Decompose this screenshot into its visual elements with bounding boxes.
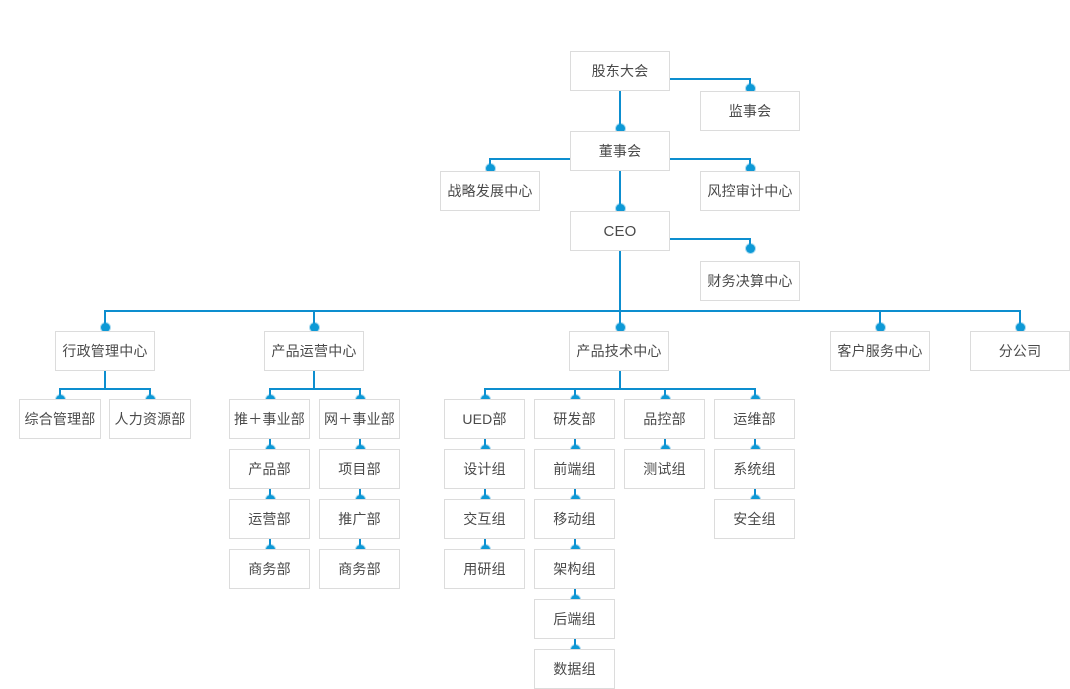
connector-shareholders-to-board bbox=[619, 91, 621, 128]
node-product-dept[interactable]: 产品部 bbox=[229, 449, 310, 489]
connector-ceo-to-finance-vertical bbox=[749, 238, 751, 248]
connector-board-to-risk-vertical bbox=[749, 158, 751, 168]
connector-product-ops-to-wang bbox=[359, 388, 361, 399]
node-architecture-group[interactable]: 架构组 bbox=[534, 549, 615, 589]
connector-board-to-ceo bbox=[619, 171, 621, 208]
node-project-dept[interactable]: 项目部 bbox=[319, 449, 400, 489]
node-operation-dept[interactable]: 运营部 bbox=[229, 499, 310, 539]
connector-admin-stem bbox=[104, 370, 106, 388]
connector-product-ops-bus bbox=[269, 388, 361, 390]
connector-tui-to-product-dept bbox=[269, 439, 271, 450]
connector-ceo-to-finance-horizontal bbox=[670, 238, 750, 240]
connector-tech-to-rd bbox=[574, 388, 576, 399]
node-system-group[interactable]: 系统组 bbox=[714, 449, 795, 489]
connector-product-dept-to-operation bbox=[269, 489, 271, 500]
node-general-management-dept[interactable]: 综合管理部 bbox=[19, 399, 101, 439]
node-data-group[interactable]: 数据组 bbox=[534, 649, 615, 689]
node-ued-dept[interactable]: UED部 bbox=[444, 399, 525, 439]
connector-ceo-to-bus bbox=[619, 251, 621, 311]
connector-tech-to-ops bbox=[754, 388, 756, 399]
node-tui-business-unit[interactable]: 推＋事业部 bbox=[229, 399, 310, 439]
connector-tech-to-ued bbox=[484, 388, 486, 399]
connector-product-ops-to-tui bbox=[269, 388, 271, 399]
node-risk-audit-center[interactable]: 风控审计中心 bbox=[700, 171, 800, 211]
node-interaction-group[interactable]: 交互组 bbox=[444, 499, 525, 539]
connector-dot-board bbox=[616, 124, 625, 133]
connector-bus-to-customer-service bbox=[879, 310, 881, 327]
node-product-operation-center[interactable]: 产品运营中心 bbox=[264, 331, 364, 371]
connector-system-to-security bbox=[754, 489, 756, 500]
node-mobile-group[interactable]: 移动组 bbox=[534, 499, 615, 539]
connector-interaction-to-user-research bbox=[484, 539, 486, 550]
connector-mobile-to-architecture bbox=[574, 539, 576, 550]
node-admin-management-center[interactable]: 行政管理中心 bbox=[55, 331, 155, 371]
connector-shareholders-to-supervisors-vertical bbox=[749, 78, 751, 88]
node-qc-dept[interactable]: 品控部 bbox=[624, 399, 705, 439]
node-security-group[interactable]: 安全组 bbox=[714, 499, 795, 539]
connector-ops-to-system bbox=[754, 439, 756, 450]
connector-backend-to-data bbox=[574, 639, 576, 650]
node-human-resources-dept[interactable]: 人力资源部 bbox=[109, 399, 191, 439]
node-user-research-group[interactable]: 用研组 bbox=[444, 549, 525, 589]
connector-qc-to-test bbox=[664, 439, 666, 450]
connector-project-dept-to-promotion bbox=[359, 489, 361, 500]
node-design-group[interactable]: 设计组 bbox=[444, 449, 525, 489]
node-board-of-directors[interactable]: 董事会 bbox=[570, 131, 670, 171]
connector-tech-to-qc bbox=[664, 388, 666, 399]
connector-dot-product-ops-center bbox=[310, 323, 319, 332]
connector-promotion-to-business-right bbox=[359, 539, 361, 550]
connector-product-tech-stem bbox=[619, 370, 621, 388]
connector-product-tech-bus bbox=[484, 388, 756, 390]
connector-dot-branch-company bbox=[1016, 323, 1025, 332]
connector-architecture-to-backend bbox=[574, 589, 576, 600]
connector-board-to-strategy-horizontal bbox=[490, 158, 570, 160]
node-test-group[interactable]: 测试组 bbox=[624, 449, 705, 489]
node-business-dept-right[interactable]: 商务部 bbox=[319, 549, 400, 589]
node-backend-group[interactable]: 后端组 bbox=[534, 599, 615, 639]
connector-ued-to-design bbox=[484, 439, 486, 450]
connector-design-to-interaction bbox=[484, 489, 486, 500]
connector-bus-to-branch bbox=[1019, 310, 1021, 327]
node-ops-dept[interactable]: 运维部 bbox=[714, 399, 795, 439]
connector-shareholders-to-supervisors-horizontal bbox=[670, 78, 750, 80]
connector-dot-supervisors bbox=[746, 84, 755, 93]
node-wang-business-unit[interactable]: 网＋事业部 bbox=[319, 399, 400, 439]
node-product-tech-center[interactable]: 产品技术中心 bbox=[569, 331, 669, 371]
connector-bus-to-product-tech bbox=[619, 310, 621, 327]
connector-board-to-strategy-vertical bbox=[489, 158, 491, 168]
connector-operation-to-business-left bbox=[269, 539, 271, 550]
connector-admin-bus bbox=[59, 388, 151, 390]
connector-rd-to-frontend bbox=[574, 439, 576, 450]
node-frontend-group[interactable]: 前端组 bbox=[534, 449, 615, 489]
connector-bus-to-admin bbox=[104, 310, 106, 327]
connector-frontend-to-mobile bbox=[574, 489, 576, 500]
connector-wang-to-project-dept bbox=[359, 439, 361, 450]
node-board-of-supervisors[interactable]: 监事会 bbox=[700, 91, 800, 131]
node-customer-service-center[interactable]: 客户服务中心 bbox=[830, 331, 930, 371]
node-rd-dept[interactable]: 研发部 bbox=[534, 399, 615, 439]
node-finance-settlement-center[interactable]: 财务决算中心 bbox=[700, 261, 800, 301]
connector-dot-ceo bbox=[616, 204, 625, 213]
connector-bus-to-product-ops bbox=[313, 310, 315, 327]
connector-dot-strategy bbox=[486, 164, 495, 173]
connector-board-to-risk-horizontal bbox=[670, 158, 750, 160]
connector-admin-to-hr bbox=[149, 388, 151, 399]
connector-dot-finance bbox=[746, 244, 755, 253]
connector-main-bus bbox=[104, 310, 1020, 312]
connector-dot-admin-center bbox=[101, 323, 110, 332]
connector-admin-to-general bbox=[59, 388, 61, 399]
node-shareholders-meeting[interactable]: 股东大会 bbox=[570, 51, 670, 91]
connector-dot-risk bbox=[746, 164, 755, 173]
connector-dot-product-tech-center bbox=[616, 323, 625, 332]
connector-dot-customer-service-center bbox=[876, 323, 885, 332]
node-ceo[interactable]: CEO bbox=[570, 211, 670, 251]
node-business-dept-left[interactable]: 商务部 bbox=[229, 549, 310, 589]
node-promotion-dept[interactable]: 推广部 bbox=[319, 499, 400, 539]
node-branch-company[interactable]: 分公司 bbox=[970, 331, 1070, 371]
connector-product-ops-stem bbox=[313, 370, 315, 388]
node-strategy-development-center[interactable]: 战略发展中心 bbox=[440, 171, 540, 211]
